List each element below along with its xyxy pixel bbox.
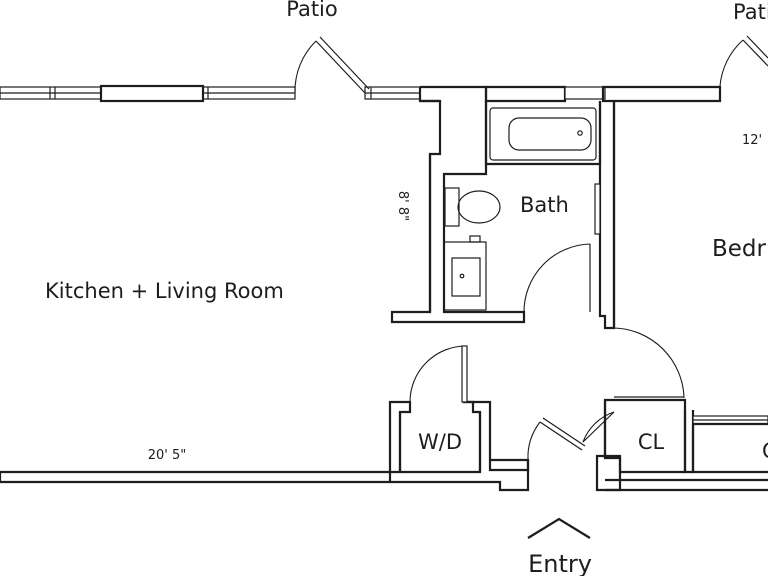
window-mullion [99,84,205,103]
bottom-exterior-wall [0,460,768,492]
patio-label-right: Patio [733,0,768,24]
bath-depth-dimension: 8' 8" [395,191,410,221]
bedroom-width-dimension: 12' [742,133,762,148]
bedroom-door[interactable] [613,327,685,399]
entry-label: Entry [528,550,592,576]
patio-door-left[interactable] [294,36,370,94]
kitchen-width-dimension: 20' 5" [148,448,187,463]
bath-label: Bath [520,193,569,217]
wd-label: W/D [418,430,462,454]
kitchen-living-label: Kitchen + Living Room [45,279,284,303]
bath-walls [390,85,616,330]
closet-label-partial: C [762,439,768,463]
right-closet-walls [691,415,768,474]
entry-door[interactable] [527,417,586,461]
entry-arrow-icon [527,517,591,539]
patio-door-right[interactable] [719,35,768,87]
cl-door[interactable] [582,411,615,443]
wd-door[interactable] [409,345,468,403]
bathtub [489,107,597,161]
vanity-sink [443,235,487,311]
bedroom-label: Bedr [712,236,767,262]
bath-door[interactable] [523,183,601,313]
toilet [444,187,501,227]
cl-label: CL [638,430,665,454]
patio-label-left: Patio [286,0,338,21]
